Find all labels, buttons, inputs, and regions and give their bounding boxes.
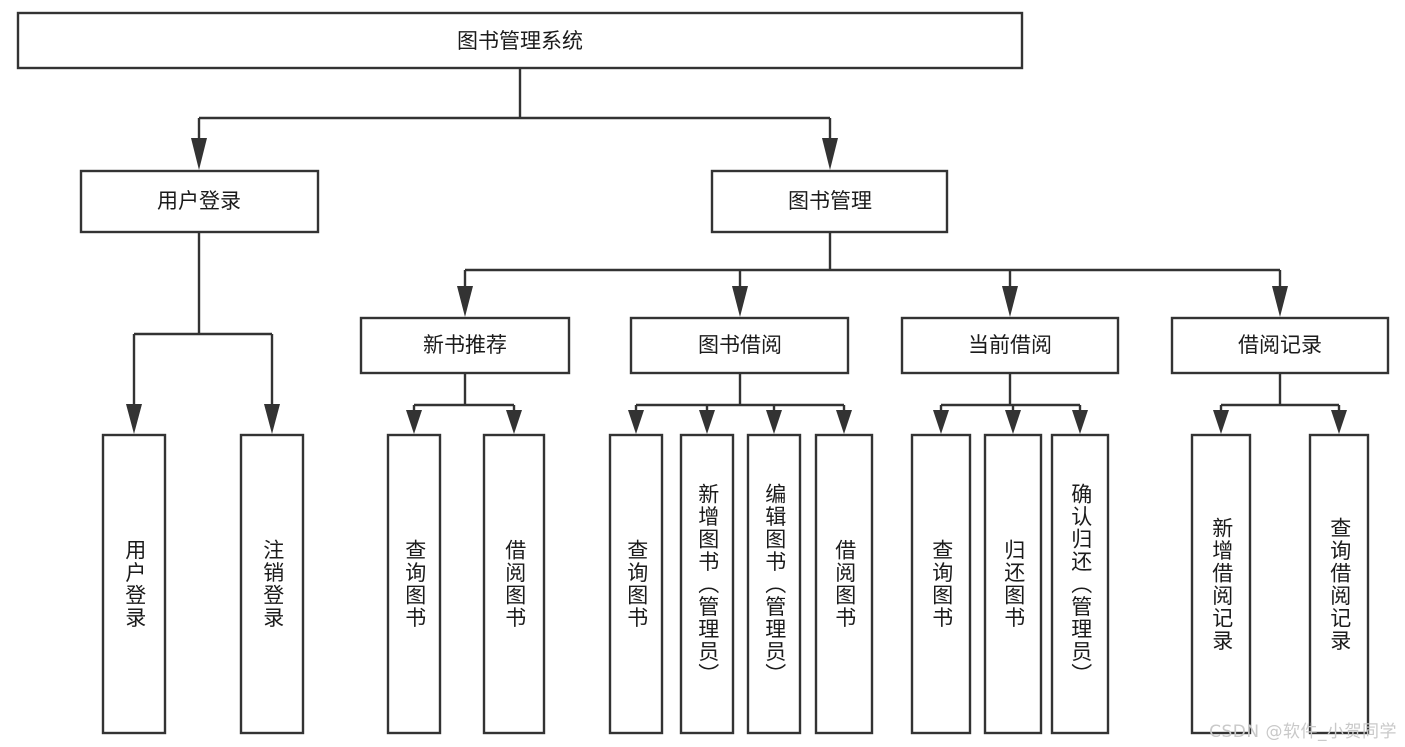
arrowhead-leaf-query-book-1 bbox=[406, 410, 422, 434]
node-new-book-rec-label: 新书推荐 bbox=[423, 333, 507, 357]
arrowhead-user-login bbox=[191, 138, 207, 170]
node-user-login-label: 用户登录 bbox=[157, 189, 241, 213]
leaf-user-login-box[interactable] bbox=[101, 433, 167, 735]
connector-group bbox=[126, 68, 1347, 434]
arrowhead-leaf-query-record bbox=[1331, 410, 1347, 434]
node-borrow-record-label: 借阅记录 bbox=[1238, 333, 1322, 357]
arrowhead-leaf-query-book-2 bbox=[628, 410, 644, 434]
leaf-add-book-admin-box[interactable] bbox=[679, 433, 735, 735]
arrowhead-leaf-add-record bbox=[1213, 410, 1229, 434]
arrowhead-leaf-confirm-return bbox=[1072, 410, 1088, 434]
leaf-logout-box[interactable] bbox=[239, 433, 305, 735]
arrowhead-leaf-edit-book bbox=[766, 410, 782, 434]
node-current-borrow-box[interactable] bbox=[900, 316, 1120, 375]
leaf-query-book-2-box[interactable] bbox=[608, 433, 664, 735]
arrowhead-leaf-borrow-book-1 bbox=[506, 410, 522, 434]
arrowhead-current-borrow bbox=[1002, 286, 1018, 317]
watermark-text: CSDN @软件_小贺同学 bbox=[1209, 722, 1397, 742]
leaf-return-book-box[interactable] bbox=[983, 433, 1043, 735]
horizontal-label-group: 图书管理系统 用户登录 图书管理 新书推荐 图书借阅 当前借阅 借阅记录 bbox=[157, 29, 1322, 357]
arrowhead-leaf-logout bbox=[264, 404, 280, 434]
arrowhead-borrow-record bbox=[1272, 286, 1288, 317]
arrowhead-leaf-return-book bbox=[1005, 410, 1021, 434]
arrowhead-book-borrow bbox=[732, 286, 748, 317]
leaf-add-record-box[interactable] bbox=[1190, 433, 1252, 735]
node-new-book-rec-box[interactable] bbox=[359, 316, 571, 375]
leaf-confirm-return-admin-box[interactable] bbox=[1050, 433, 1110, 735]
node-current-borrow-label: 当前借阅 bbox=[968, 333, 1052, 357]
node-root-box[interactable] bbox=[16, 11, 1024, 70]
node-book-borrow-box[interactable] bbox=[629, 316, 850, 375]
node-box-group bbox=[16, 11, 1390, 735]
arrowhead-new-book-rec bbox=[457, 286, 473, 317]
node-book-manage-box[interactable] bbox=[710, 169, 949, 234]
leaf-borrow-book-1-box[interactable] bbox=[482, 433, 546, 735]
node-user-login-box[interactable] bbox=[79, 169, 320, 234]
leaf-borrow-book-2-box[interactable] bbox=[814, 433, 874, 735]
node-book-manage-label: 图书管理 bbox=[788, 189, 872, 213]
arrowhead-leaf-borrow-book-2 bbox=[836, 410, 852, 434]
node-book-borrow-label: 图书借阅 bbox=[698, 333, 782, 357]
arrowhead-leaf-add-book bbox=[699, 410, 715, 434]
arrowhead-leaf-query-book-3 bbox=[933, 410, 949, 434]
node-root-label: 图书管理系统 bbox=[457, 29, 583, 53]
leaf-edit-book-admin-box[interactable] bbox=[746, 433, 802, 735]
node-borrow-record-box[interactable] bbox=[1170, 316, 1390, 375]
arrowhead-book-manage bbox=[822, 138, 838, 170]
leaf-query-book-1-box[interactable] bbox=[386, 433, 442, 735]
arrowhead-leaf-user-login bbox=[126, 404, 142, 434]
leaf-query-record-box[interactable] bbox=[1308, 433, 1370, 735]
leaf-query-book-3-box[interactable] bbox=[910, 433, 972, 735]
